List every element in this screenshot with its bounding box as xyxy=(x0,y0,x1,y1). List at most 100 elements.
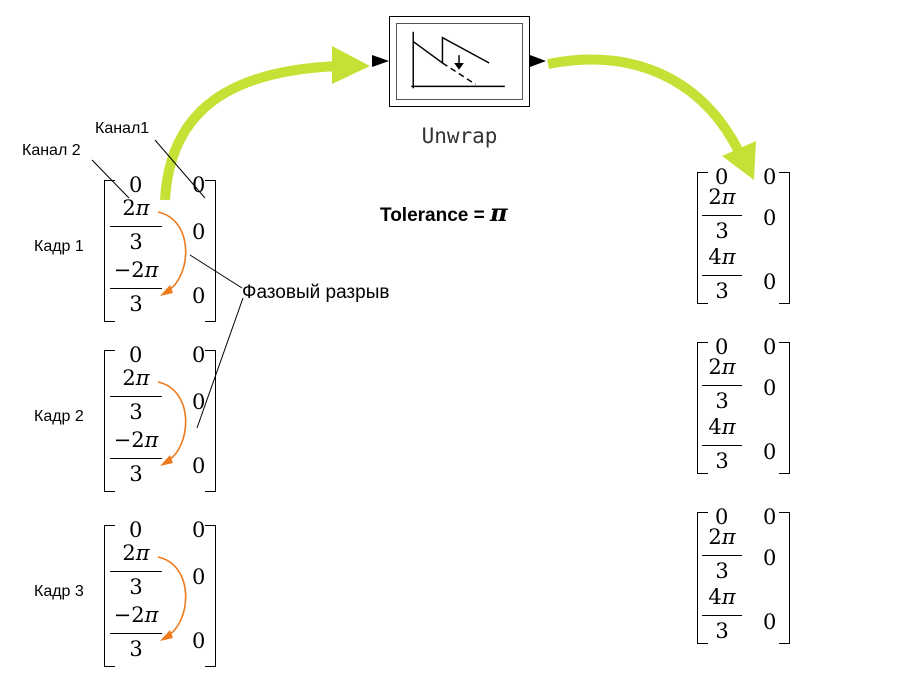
fraction-numerator: 2π xyxy=(122,541,150,565)
unwrap-block[interactable] xyxy=(389,16,530,107)
fraction-numerator: 2π xyxy=(122,366,150,390)
matrix-entry-channel1: 0 xyxy=(192,173,206,197)
fraction-denominator: 3 xyxy=(715,449,729,473)
fraction-numerator: −2π xyxy=(113,603,159,627)
fraction-denominator: 3 xyxy=(715,219,729,243)
matrix-entry: 0 xyxy=(129,518,143,542)
matrix-left-bracket xyxy=(697,342,708,474)
jump-arrow-frame1 xyxy=(157,211,187,293)
phase-jump-arrowheads xyxy=(160,285,173,641)
output-arrow-head xyxy=(722,141,756,180)
matrix-entry-channel1: 0 xyxy=(192,565,206,589)
matrix-entry-channel1: 0 xyxy=(763,440,777,464)
fraction-bar xyxy=(110,396,162,397)
jump-arrow-frame2 xyxy=(157,381,187,463)
matrix-left-bracket xyxy=(104,525,115,667)
matrix-entry-channel1: 0 xyxy=(763,335,777,359)
fraction-bar xyxy=(702,445,742,446)
frame-label: Кадр 3 xyxy=(34,583,84,600)
fraction-denominator: 3 xyxy=(129,230,143,254)
matrix-right-bracket xyxy=(779,342,790,474)
unwrap-icon xyxy=(396,23,523,100)
input-arrow-head xyxy=(332,46,370,84)
fraction-bar xyxy=(110,633,162,634)
jump-arrow-frame3 xyxy=(157,556,187,638)
fraction-bar xyxy=(702,555,742,556)
fraction-denominator: 3 xyxy=(715,559,729,583)
fraction-denominator: 3 xyxy=(715,389,729,413)
input-to-block-arrow xyxy=(160,61,341,201)
fraction-bar xyxy=(110,288,162,289)
matrix-left-bracket xyxy=(104,180,115,322)
fraction-denominator: 3 xyxy=(129,575,143,599)
fraction-numerator: 2π xyxy=(708,525,736,549)
matrix-entry-channel1: 0 xyxy=(763,270,777,294)
matrix-right-bracket xyxy=(779,512,790,644)
channel1-leader xyxy=(154,139,206,199)
fraction-numerator: 2π xyxy=(708,185,736,209)
matrix-left-bracket xyxy=(697,172,708,304)
matrix-entry-channel1: 0 xyxy=(192,629,206,653)
unwrap-block-label: Unwrap xyxy=(421,124,498,148)
matrix-entry-channel1: 0 xyxy=(763,505,777,529)
matrix-entry-channel1: 0 xyxy=(192,284,206,308)
matrix-entry-channel1: 0 xyxy=(763,165,777,189)
matrix-entry-channel1: 0 xyxy=(192,518,206,542)
matrix-right-bracket xyxy=(205,525,216,667)
channel1-annotation: Канал1 xyxy=(95,120,150,137)
matrix-entry-channel1: 0 xyxy=(192,390,206,414)
matrix-left-bracket xyxy=(697,512,708,644)
fraction-numerator: 2π xyxy=(708,355,736,379)
fraction-denominator: 3 xyxy=(129,400,143,424)
fraction-numerator: −2π xyxy=(113,428,159,452)
phase-jump-arrows xyxy=(157,211,187,638)
matrix-entry-channel1: 0 xyxy=(763,206,777,230)
tolerance-value: π xyxy=(490,198,508,227)
fraction-numerator: 4π xyxy=(708,245,736,269)
fraction-bar xyxy=(702,275,742,276)
channel2-annotation: Канал 2 xyxy=(22,142,81,159)
fraction-numerator: −2π xyxy=(113,258,159,282)
fraction-bar xyxy=(110,571,162,572)
matrix-left-bracket xyxy=(104,350,115,492)
matrix-right-bracket xyxy=(205,180,216,322)
fraction-bar xyxy=(110,226,162,227)
frame-label: Кадр 2 xyxy=(34,408,84,425)
phase-jump-leader-1 xyxy=(189,254,243,289)
phase-jump-leader-2 xyxy=(196,297,244,429)
matrix-right-bracket xyxy=(205,350,216,492)
block-to-output-arrow xyxy=(547,54,743,153)
fraction-denominator: 3 xyxy=(715,619,729,643)
channel2-leader xyxy=(91,159,130,199)
matrix-entry: 0 xyxy=(129,173,143,197)
matrix-entry: 0 xyxy=(715,165,729,189)
block-input-port xyxy=(372,55,389,67)
matrix-right-bracket xyxy=(779,172,790,304)
matrix-entry-channel1: 0 xyxy=(192,454,206,478)
matrix-entry: 0 xyxy=(715,505,729,529)
fraction-bar xyxy=(702,385,742,386)
fraction-denominator: 3 xyxy=(129,637,143,661)
fraction-numerator: 2π xyxy=(122,196,150,220)
matrix-entry-channel1: 0 xyxy=(192,343,206,367)
matrix-entry-channel1: 0 xyxy=(763,376,777,400)
matrix-entry: 0 xyxy=(715,335,729,359)
matrix-entry-channel1: 0 xyxy=(763,546,777,570)
frame-label: Кадр 1 xyxy=(34,238,84,255)
fraction-denominator: 3 xyxy=(129,292,143,316)
fraction-denominator: 3 xyxy=(715,279,729,303)
fraction-numerator: 4π xyxy=(708,415,736,439)
fraction-bar xyxy=(110,458,162,459)
matrix-entry: 0 xyxy=(129,343,143,367)
